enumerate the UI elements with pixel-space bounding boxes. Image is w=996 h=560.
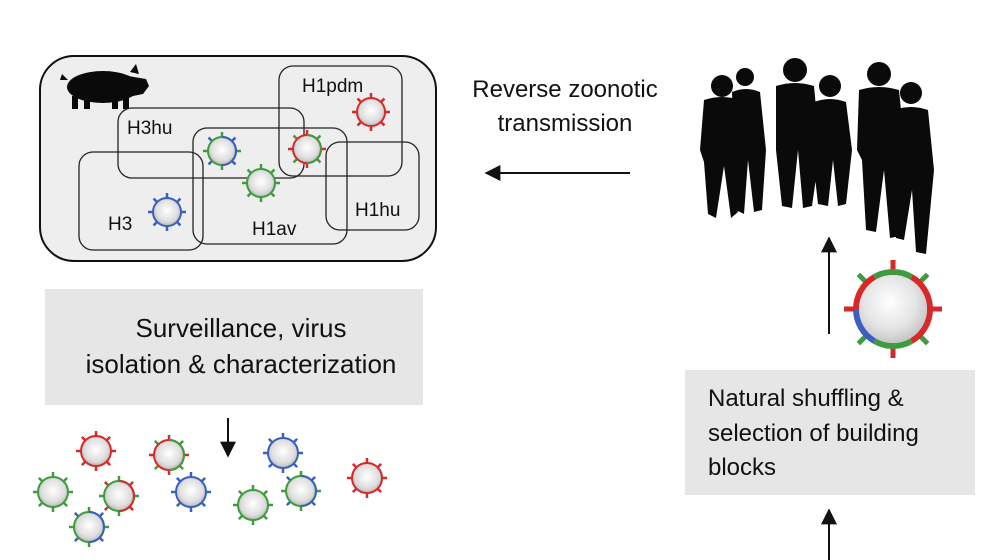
surveillance-line1: Surveillance, virus [136,313,347,343]
virus-icon [33,472,73,512]
h1pdm-label: H1pdm [302,76,363,97]
h3hu-label: H3hu [127,118,172,139]
people-silhouette-icon [700,58,934,254]
h1hu-label: H1hu [355,200,400,221]
shuffling-line1: Natural shuffling & [708,385,904,412]
virus-icon [203,132,241,170]
virus-icon [148,193,186,231]
shuffling-box: Natural shuffling & selection of buildin… [685,370,975,495]
transmission-label-line1: Reverse zoonotic [472,76,657,103]
virus-icon [242,164,280,202]
h1pdm-region [278,65,403,177]
pig-box: H1pdm H3hu H3 H1av H1hu [39,55,437,262]
shuffling-line3: blocks [708,454,776,481]
virus-icon [281,471,321,511]
surveillance-box: Surveillance, virus isolation & characte… [45,289,423,405]
virus-icon [76,431,116,471]
virus-icon [171,472,211,512]
h3-label: H3 [108,214,132,235]
shuffling-line2: selection of building [708,420,919,447]
virus-icon [233,485,273,525]
h1hu-region [325,141,420,231]
transmission-label-line2: transmission [498,110,633,137]
reassortant-virus-icon [844,260,942,358]
virus-icon [69,507,109,547]
h1av-label: H1av [252,219,297,240]
virus-icon [149,435,189,475]
surveillance-line2: isolation & characterization [86,349,397,379]
virus-icon [288,130,326,168]
virus-icon [263,433,303,473]
h1av-region [192,127,348,245]
virus-icon [99,476,139,516]
h3-region [78,151,204,251]
pig-icon [60,64,149,109]
isolated-viruses [33,431,387,547]
virus-icon [352,93,390,131]
virus-icon [347,458,387,498]
